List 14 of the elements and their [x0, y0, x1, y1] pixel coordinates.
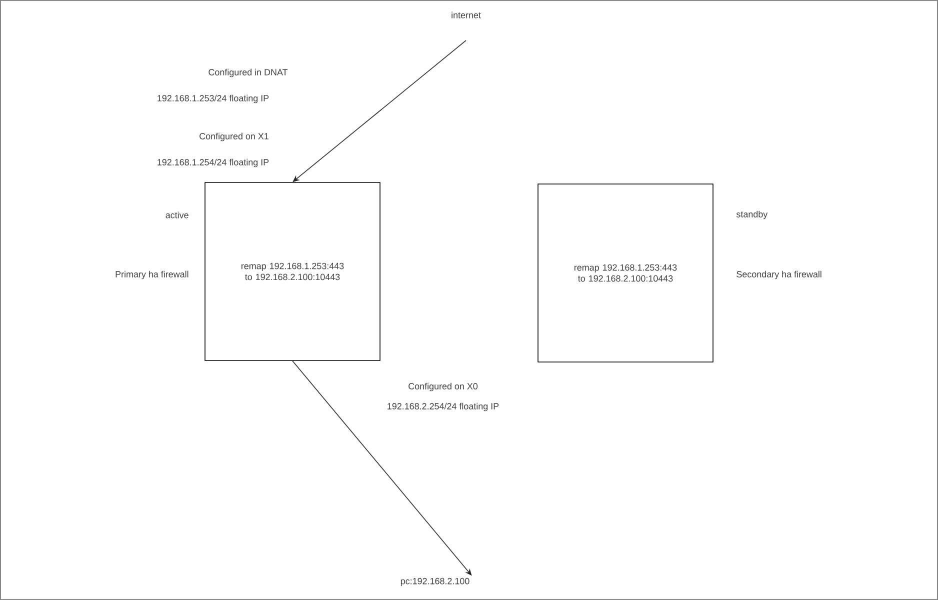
note-label: Configured on X1: [200, 132, 268, 142]
note-label: 192.168.1.254/24 floating IP: [158, 158, 269, 168]
side-label: Secondary ha firewall: [736, 270, 822, 280]
firewall-box: remap 192.168.1.253:443 to 192.168.2.100:10443: [204, 182, 380, 361]
note-label: Configured in DNAT: [208, 68, 288, 78]
firewall-box: remap 192.168.1.253:443 to 192.168.2.100:10443: [538, 184, 714, 362]
node-label: internet: [452, 12, 481, 18]
note-label: 192.168.2.254/24 floating IP: [388, 402, 499, 412]
note-label: Configured on X0: [408, 382, 478, 392]
side-label: active: [166, 212, 188, 218]
side-label: Primary ha firewall: [116, 270, 188, 280]
node-label: pc:192.168.2.100: [400, 578, 470, 586]
side-label: standby: [736, 210, 768, 220]
note-label: 192.168.1.253/24 floating IP: [158, 94, 269, 104]
